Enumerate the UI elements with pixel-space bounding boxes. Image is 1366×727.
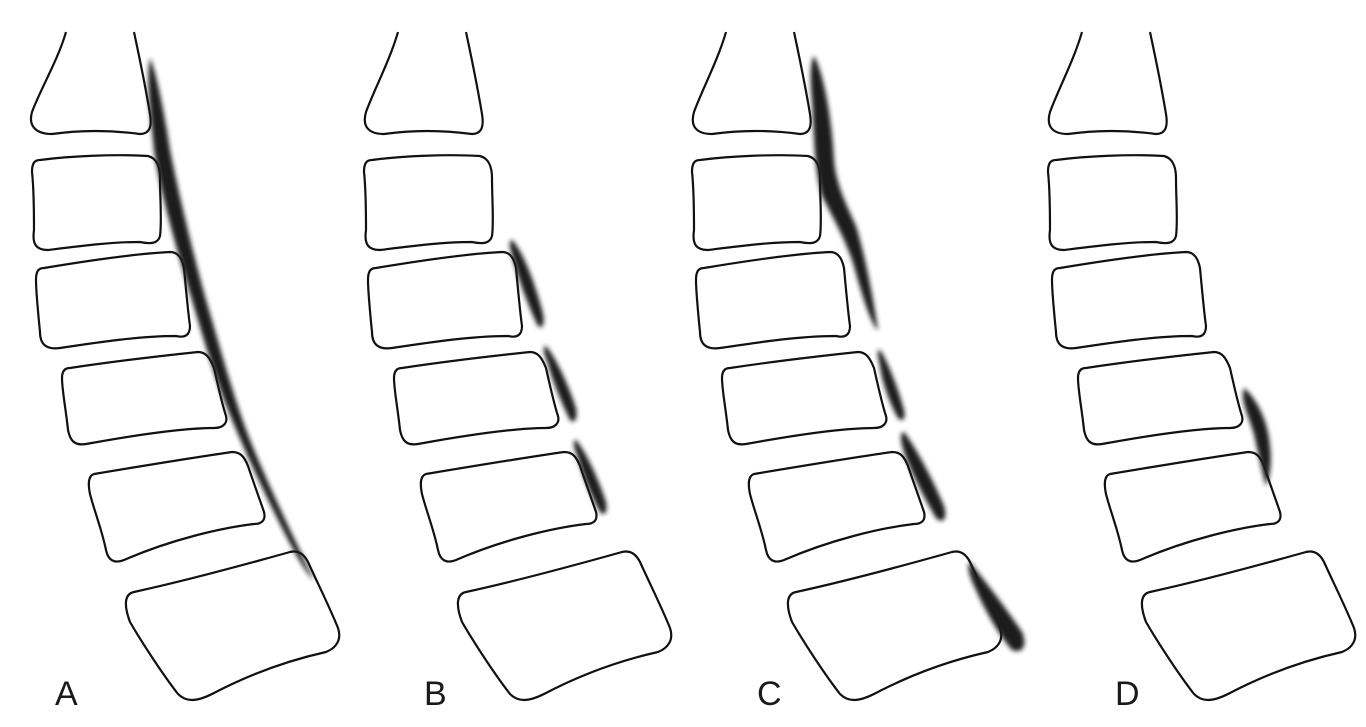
- lesion-segment: [968, 562, 1025, 652]
- lesion-segment: [509, 240, 544, 328]
- lesion-long-segment: [810, 56, 878, 330]
- vertebra: [124, 550, 341, 702]
- vertebrae-c: [690, 31, 1003, 702]
- panel-label-b: B: [424, 675, 447, 713]
- panel-label-c: C: [757, 675, 782, 713]
- vertebra: [690, 154, 822, 252]
- vertebrae-d: [1046, 31, 1357, 702]
- panel-label-d: D: [1115, 675, 1140, 713]
- vertebra: [362, 154, 494, 252]
- panel-b: [362, 31, 673, 702]
- vertebra: [1140, 550, 1357, 702]
- vertebra: [29, 31, 152, 136]
- lesion-segment: [877, 350, 905, 420]
- vertebra: [1050, 250, 1208, 350]
- panel-d: [1046, 31, 1357, 702]
- vertebra: [747, 450, 926, 563]
- vertebra: [1047, 31, 1168, 136]
- vertebra: [392, 350, 560, 446]
- panel-c: [690, 31, 1025, 702]
- vertebra: [1046, 154, 1178, 252]
- vertebra: [419, 450, 598, 563]
- vertebra: [34, 250, 192, 350]
- vertebra: [60, 350, 228, 446]
- vertebrae-a: [29, 31, 341, 702]
- vertebra: [366, 250, 524, 350]
- vertebra: [456, 550, 673, 702]
- lesion-segment: [573, 440, 607, 514]
- vertebra: [694, 250, 852, 350]
- vertebra: [87, 450, 266, 563]
- lesion-segment: [543, 346, 577, 422]
- vertebra: [30, 154, 162, 252]
- vertebra: [1076, 350, 1244, 446]
- vertebra: [691, 31, 812, 136]
- panel-a: [29, 31, 341, 702]
- vertebra: [1103, 450, 1282, 563]
- lesion-focal: [1242, 388, 1271, 486]
- lesion-segment: [901, 432, 946, 521]
- panel-label-a: A: [55, 675, 78, 713]
- vertebra: [786, 550, 1003, 702]
- vertebrae-b: [362, 31, 673, 702]
- vertebra: [363, 31, 484, 136]
- vertebra: [720, 350, 888, 446]
